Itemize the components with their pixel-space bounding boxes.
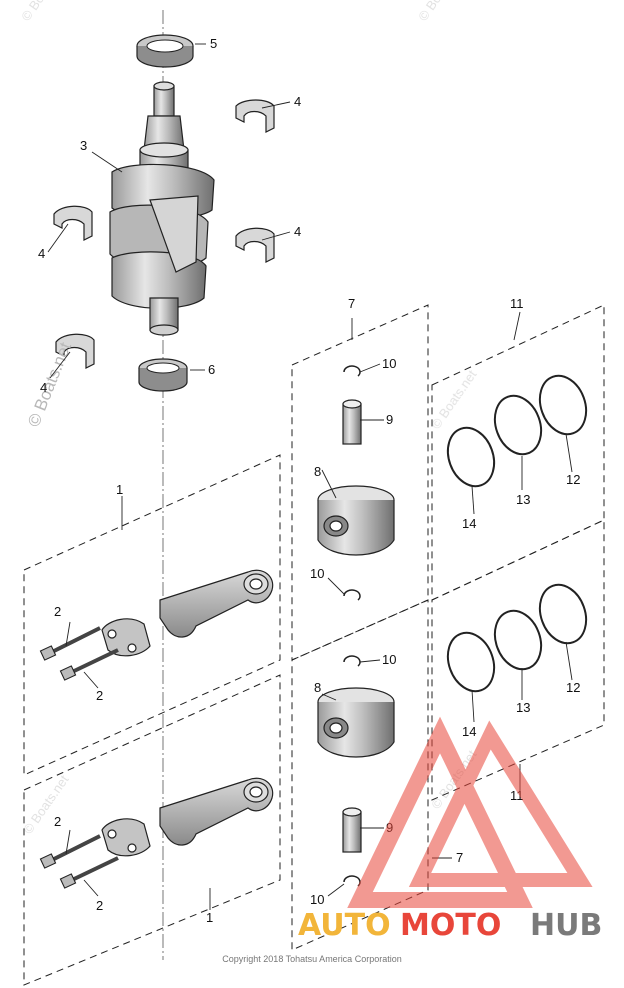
corner-watermarks: © Boats.net © Boats.net © Boats.net © Bo… <box>18 0 480 837</box>
copyright-text: Copyright 2018 Tohatsu America Corporati… <box>222 954 401 964</box>
callout-7-lower: 7 <box>456 850 463 865</box>
piston-pin-lower <box>342 807 362 853</box>
callout-9-upper: 9 <box>386 412 393 427</box>
watermark-left-vertical: © Boats.net <box>24 340 75 430</box>
callout-14-lower: 14 <box>462 724 476 739</box>
piston-clip-10-top-lower <box>343 655 361 667</box>
watermark-top-right: © Boats.net <box>415 0 467 24</box>
watermark-top-left: © Boats.net <box>18 0 70 24</box>
callout-12-lower: 12 <box>566 680 580 695</box>
callout-2-d: 2 <box>96 898 103 913</box>
callout-13-lower: 13 <box>516 700 530 715</box>
bearing-shell-left-lower <box>55 333 95 369</box>
frame-group-1-upper <box>23 454 281 776</box>
logo-text-moto: MOTO <box>400 908 501 943</box>
callout-12-upper: 12 <box>566 472 580 487</box>
piston-clip-10-top-upper <box>343 365 361 377</box>
callout-4-mid-right: 4 <box>294 224 301 239</box>
frame-group-7-lower <box>291 599 429 951</box>
connecting-rod-lower <box>101 777 274 857</box>
piston-rings-lower <box>446 583 588 693</box>
group-frames <box>23 304 605 986</box>
watermark-bottom-left: © Boats.net <box>20 772 72 837</box>
piston-upper <box>317 485 395 556</box>
callout-4-left-lower: 4 <box>40 380 47 395</box>
callout-10-d: 10 <box>310 892 324 907</box>
logo-text-hub: HUB <box>530 908 602 943</box>
leader-lines <box>47 43 573 910</box>
crankshaft <box>109 81 215 336</box>
callout-4-left-upper: 4 <box>38 246 45 261</box>
callout-1-upper: 1 <box>116 482 123 497</box>
frame-group-7-upper <box>291 304 429 661</box>
logo-text-auto: AUTO <box>298 908 391 943</box>
connecting-rod-upper <box>101 569 274 657</box>
callout-11-upper: 11 <box>510 296 524 311</box>
callout-2-b: 2 <box>96 688 103 703</box>
piston-pin-upper <box>342 399 362 445</box>
callout-7-upper: 7 <box>348 296 355 311</box>
frame-group-1-lower <box>23 674 281 986</box>
bearing-shell-left-upper <box>53 205 93 241</box>
callout-4-upper-right: 4 <box>294 94 301 109</box>
oil-seal-top <box>136 34 194 68</box>
piston-lower <box>317 687 395 758</box>
callout-10-a: 10 <box>382 356 396 371</box>
bearing-shell-mid-right <box>235 227 275 263</box>
callout-10-b: 10 <box>310 566 324 581</box>
bearing-shell-upper-right <box>235 99 275 133</box>
callout-13-upper: 13 <box>516 492 530 507</box>
callout-5: 5 <box>210 36 217 51</box>
callout-8-upper: 8 <box>314 464 321 479</box>
callout-1-lower: 1 <box>206 910 213 925</box>
callout-2-c: 2 <box>54 814 61 829</box>
frame-group-11-upper <box>431 304 605 601</box>
rod-bolts-lower <box>39 834 119 889</box>
callout-8-lower: 8 <box>314 680 321 695</box>
logo-triangle-icon <box>347 716 593 908</box>
piston-clip-10-bottom-upper <box>343 589 361 601</box>
watermark-mid-right: © Boats.net <box>428 367 480 432</box>
callout-3: 3 <box>80 138 87 153</box>
callout-14-upper: 14 <box>462 516 476 531</box>
callout-6: 6 <box>208 362 215 377</box>
callout-2-a: 2 <box>54 604 61 619</box>
piston-rings-upper <box>446 374 588 488</box>
piston-clip-10-bottom-lower <box>343 875 361 887</box>
automotohub-logo: AUTO MOTO HUB <box>298 716 602 943</box>
rod-bolts-upper <box>39 626 119 681</box>
callout-10-c: 10 <box>382 652 396 667</box>
oil-seal-bottom <box>138 358 188 392</box>
